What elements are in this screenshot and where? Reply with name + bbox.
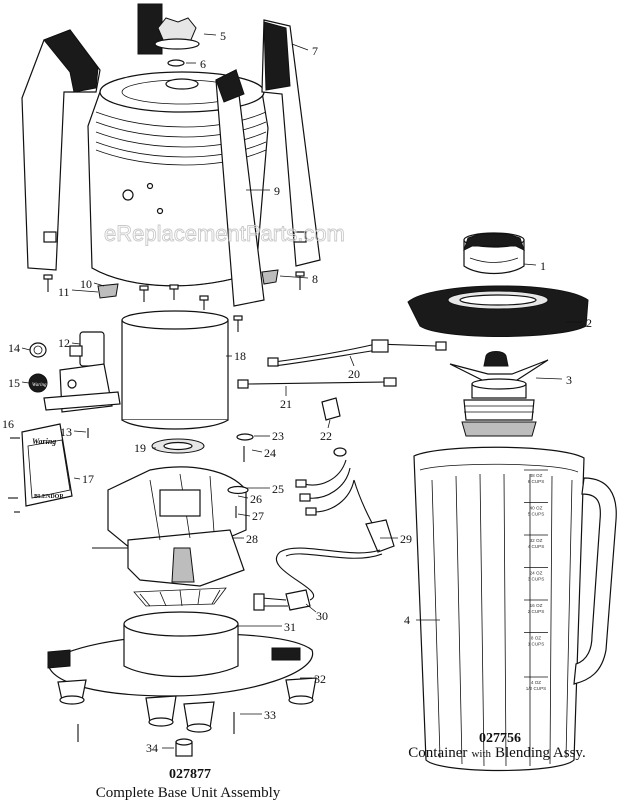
callout-12: 12 [58,336,70,350]
callout-21: 21 [280,397,292,411]
callout-20: 20 [348,367,360,381]
scale-cups-label: 4 CUPS [528,544,545,549]
wiring-harness [237,339,447,611]
scale-cups-label: 1 CUPS [528,642,545,647]
callout-28: 28 [246,532,258,546]
callout-4: 4 [404,613,410,627]
callout-29: 29 [400,532,412,546]
leader-lines [21,33,582,749]
nameplate-model: BLENDOR [34,494,64,500]
callout-27: 27 [252,509,264,523]
lid-ring [407,285,589,337]
callout-31: 31 [284,620,296,634]
container-title-with: with [471,748,491,760]
callout-13: 13 [60,425,72,439]
callout-33: 33 [264,708,276,722]
callout-34: 34 [146,741,158,755]
container-jar: 48 OZ6 CUPS 40 OZ5 CUPS 32 OZ4 CUPS 24 OZ3 … [413,446,617,772]
switch-knob-label: Waring [32,383,47,388]
callout-17: 17 [82,472,94,486]
base-assembly-caption: 027877 Complete Base Unit Assembly [96,767,281,801]
callout-15: 15 [8,376,20,390]
scale-oz-label: 48 OZ [530,473,543,478]
scale-cups-label: 6 CUPS [528,479,545,484]
scale-oz-label: 40 OZ [530,506,543,511]
callout-24: 24 [264,446,276,460]
blade-assembly [449,351,549,437]
base-assembly-title: Complete Base Unit Assembly [96,785,281,801]
filter-sleeve [121,310,229,430]
callout-19: 19 [134,441,146,455]
callout-3: 3 [566,373,572,387]
scale-cups-label: 3 CUPS [528,577,545,582]
container-title-pre: Container [408,745,467,761]
nameplate: Waring BLENDOR [8,423,73,513]
callout-26: 26 [250,492,262,506]
scale-cups-label: 5 CUPS [528,512,545,517]
scale-oz-label: 8 OZ [531,636,541,641]
scale-cups-label: 2 CUPS [528,609,545,614]
housing-legs [21,3,321,307]
callout-16: 16 [2,417,14,431]
callout-32: 32 [314,672,326,686]
nameplate-brand: Waring [32,437,56,446]
motor-assembly [92,433,254,607]
scale-oz-label: 16 OZ [530,603,543,608]
scale-oz-label: 4 OZ [531,680,541,685]
base-screws [43,269,305,332]
callout-7: 7 [312,44,318,58]
callout-18: 18 [234,349,246,363]
base-assembly-number: 027877 [169,767,211,782]
callout-14: 14 [8,341,20,355]
container-assembly-number: 027756 [479,731,521,746]
scale-oz-label: 24 OZ [530,571,543,576]
watermark: eReplacementParts.com [104,221,345,246]
callout-11: 11 [58,285,70,299]
scale-cups-label: 1/2 CUPS [526,686,546,691]
callout-22: 22 [320,429,332,443]
callout-23: 23 [272,429,284,443]
container-assembly-caption: 027756 Container with Blending Assy. [408,731,585,761]
drive-coupling [154,17,200,67]
container-assembly-title: Container with Blending Assy. [408,745,585,761]
base-plate [47,611,317,757]
volume-scale: 48 OZ6 CUPS 40 OZ5 CUPS 32 OZ4 CUPS 24 OZ3 … [524,469,548,691]
callout-10: 10 [80,277,92,291]
container-title-post: Blending Assy. [495,745,586,761]
callout-1: 1 [540,259,546,273]
callout-6: 6 [200,57,206,71]
switch-assembly: Waring [28,331,121,438]
callout-8: 8 [312,272,318,286]
callout-25: 25 [272,482,284,496]
scale-oz-label: 32 OZ [530,538,543,543]
callout-2: 2 [586,316,592,330]
callout-30: 30 [316,609,328,623]
callout-numbers: 1 2 3 4 5 6 7 8 9 10 11 12 13 14 15 16 1… [2,29,592,755]
callout-9: 9 [274,184,280,198]
callout-5: 5 [220,29,226,43]
lid-cap [463,232,525,275]
